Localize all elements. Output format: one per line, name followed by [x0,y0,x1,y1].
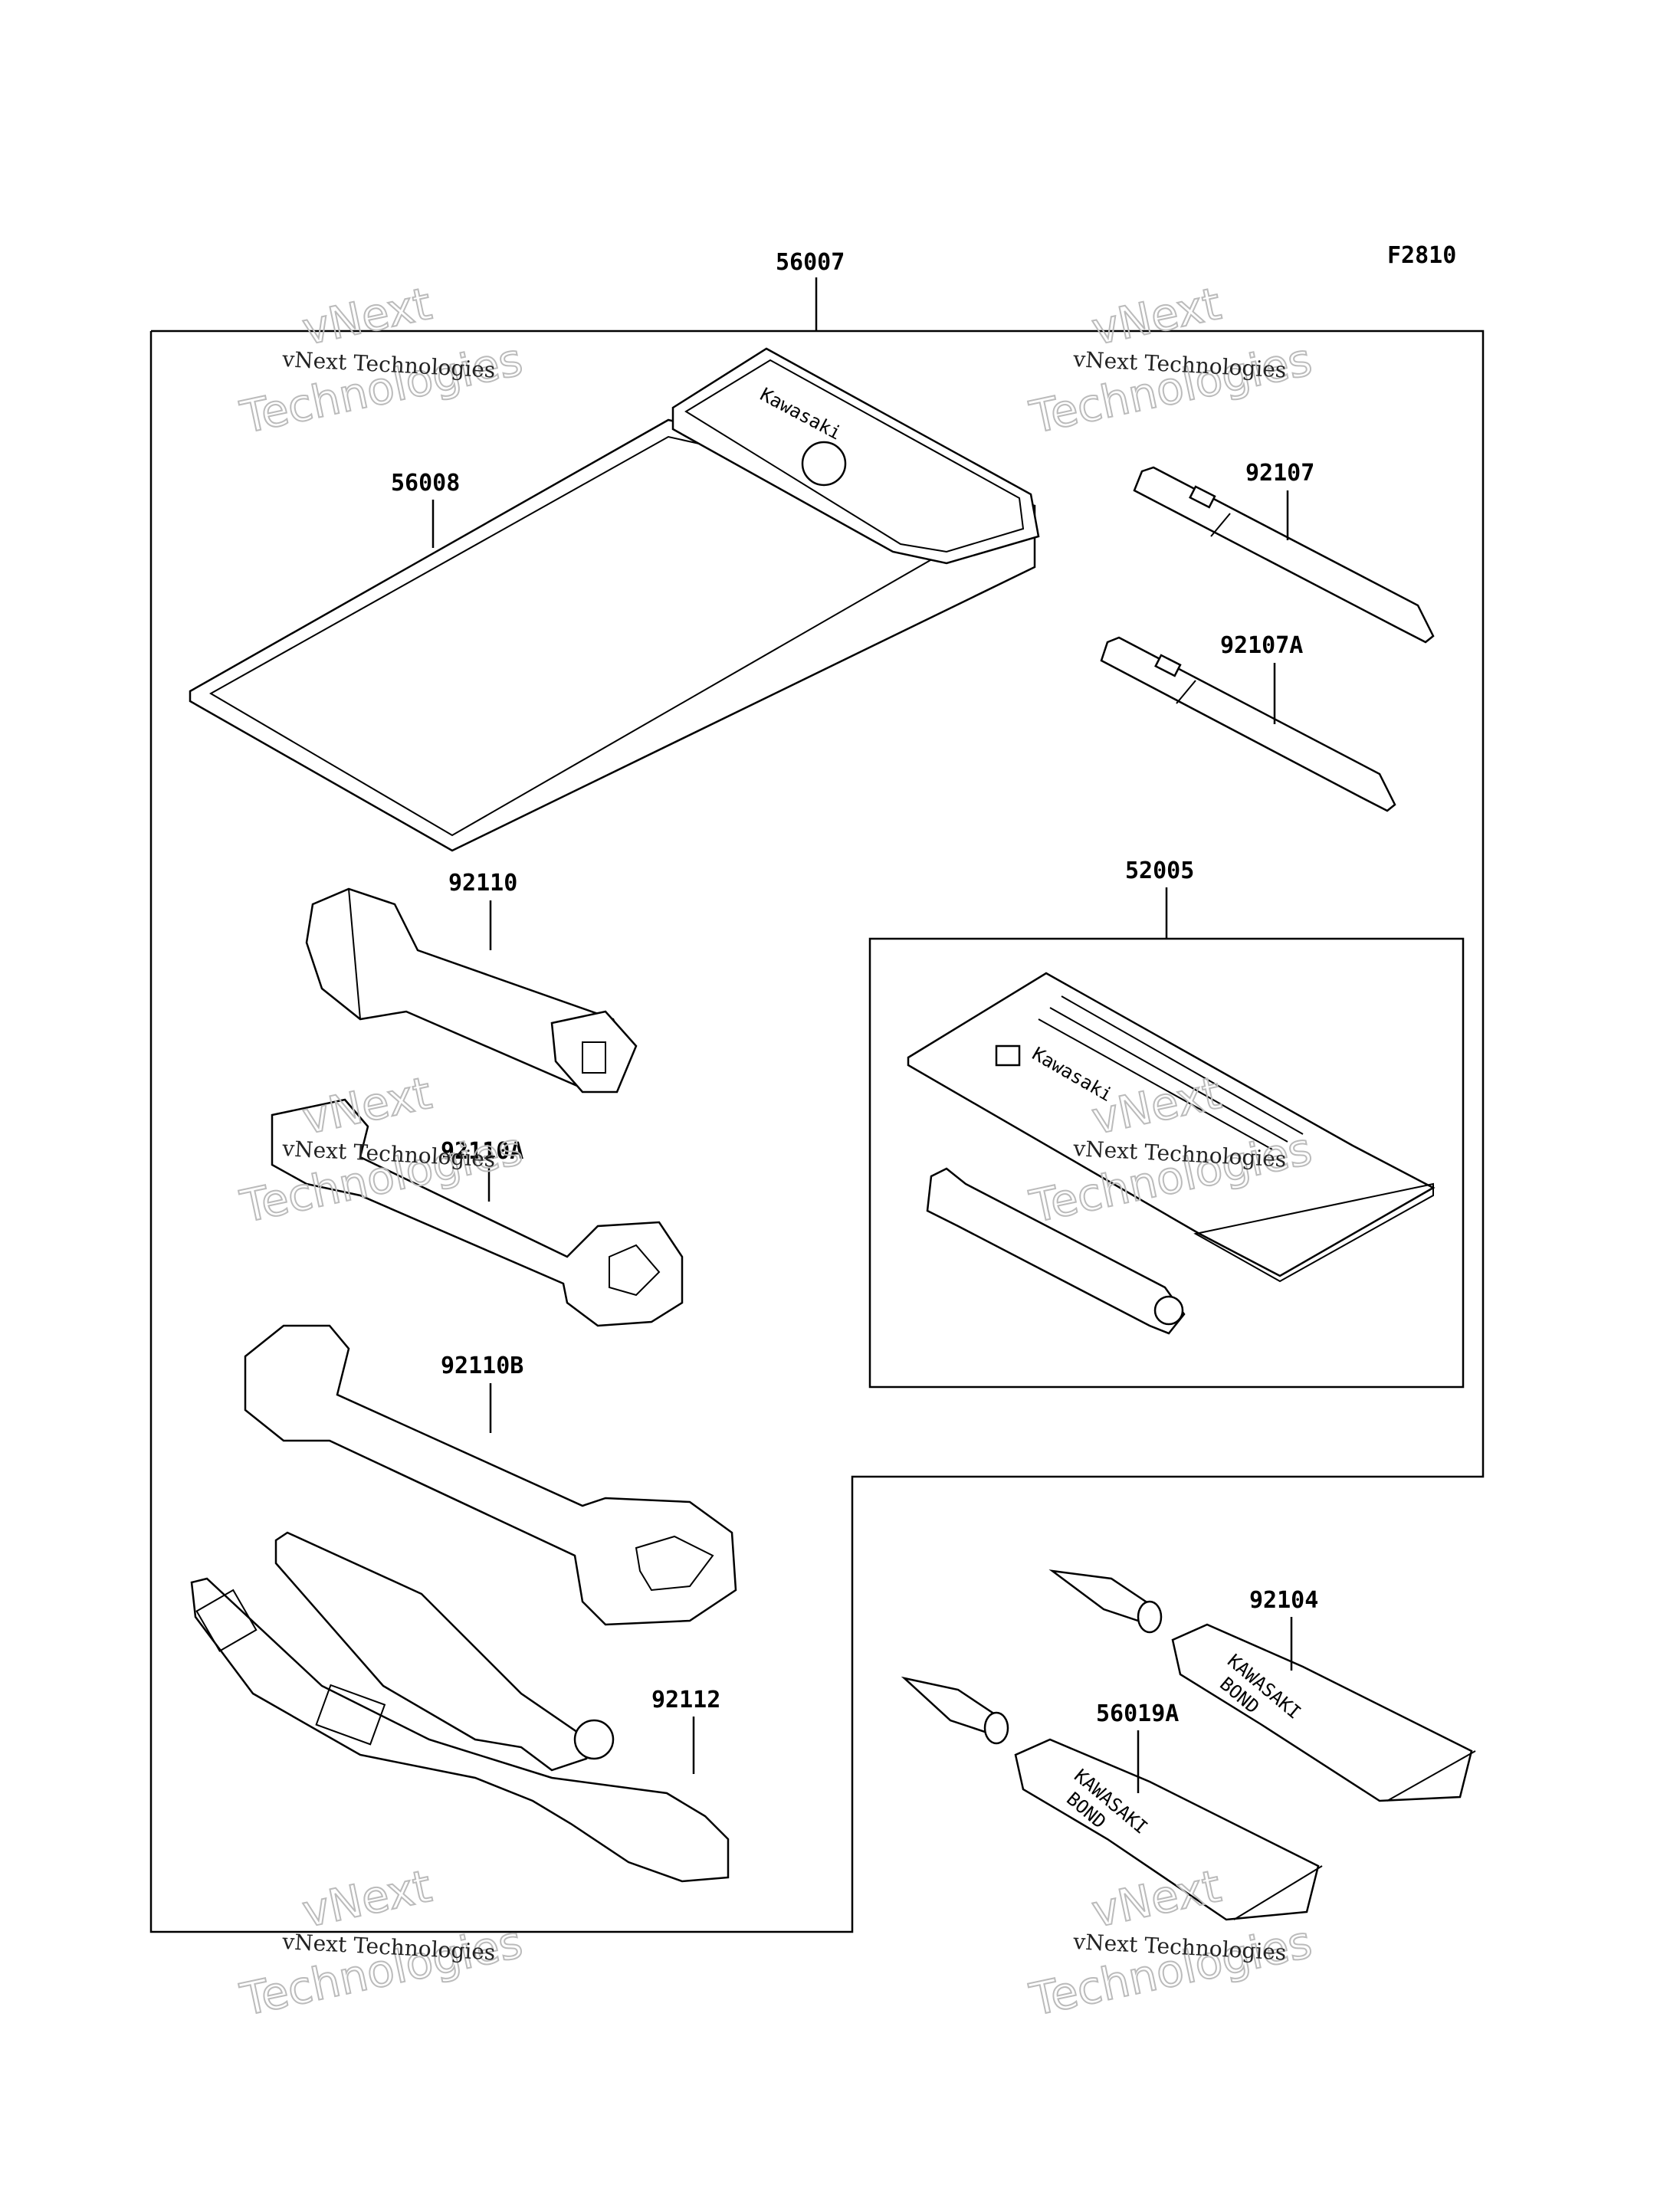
label-56008[interactable]: 56008 [391,470,460,497]
label-92112[interactable]: 92112 [651,1687,720,1713]
tool-bag[interactable]: Kawasaki [189,347,1040,852]
screwdriver-92107[interactable] [1133,466,1435,644]
label-92104[interactable]: 92104 [1249,1587,1318,1614]
label-92110b[interactable]: 92110B [441,1353,523,1379]
wrench-92110b[interactable] [244,1324,737,1626]
watermark-top-right: vNext Technologies vNext Technologies [1025,277,1317,444]
svg-text:vNext: vNext [1088,1860,1226,1938]
pliers[interactable] [190,1531,730,1883]
figure-code: F2810 [1387,242,1456,269]
svg-text:Technologies: Technologies [236,333,527,444]
plug-wrench[interactable] [305,887,638,1094]
watermark-bottom-right: vNext Technologies vNext Technologies [1025,1859,1317,2027]
watermark-top-left: vNext Technologies vNext Technologies [235,277,528,444]
kit-frame [149,330,1485,1933]
wrench-92110a[interactable] [271,1098,684,1327]
screwdriver-92107a[interactable] [1100,636,1396,812]
label-92110[interactable]: 92110 [448,870,517,897]
svg-text:vNext: vNext [1088,277,1226,356]
label-52005[interactable]: 52005 [1125,857,1194,884]
label-92107a[interactable]: 92107A [1220,632,1303,659]
label-56007[interactable]: 56007 [776,249,845,276]
svg-text:vNext: vNext [298,1860,436,1938]
label-92110a[interactable]: 92110A [441,1138,523,1165]
watermark-bottom-left: vNext Technologies vNext Technologies [235,1859,528,2027]
label-56019a[interactable]: 56019A [1096,1700,1179,1727]
kit-52005-contents: Kawasaki [907,972,1436,1335]
svg-text:Technologies: Technologies [1025,1916,1317,2026]
svg-text:Technologies: Technologies [1025,333,1317,444]
label-92107[interactable]: 92107 [1245,460,1314,487]
svg-text:vNext: vNext [298,277,436,356]
